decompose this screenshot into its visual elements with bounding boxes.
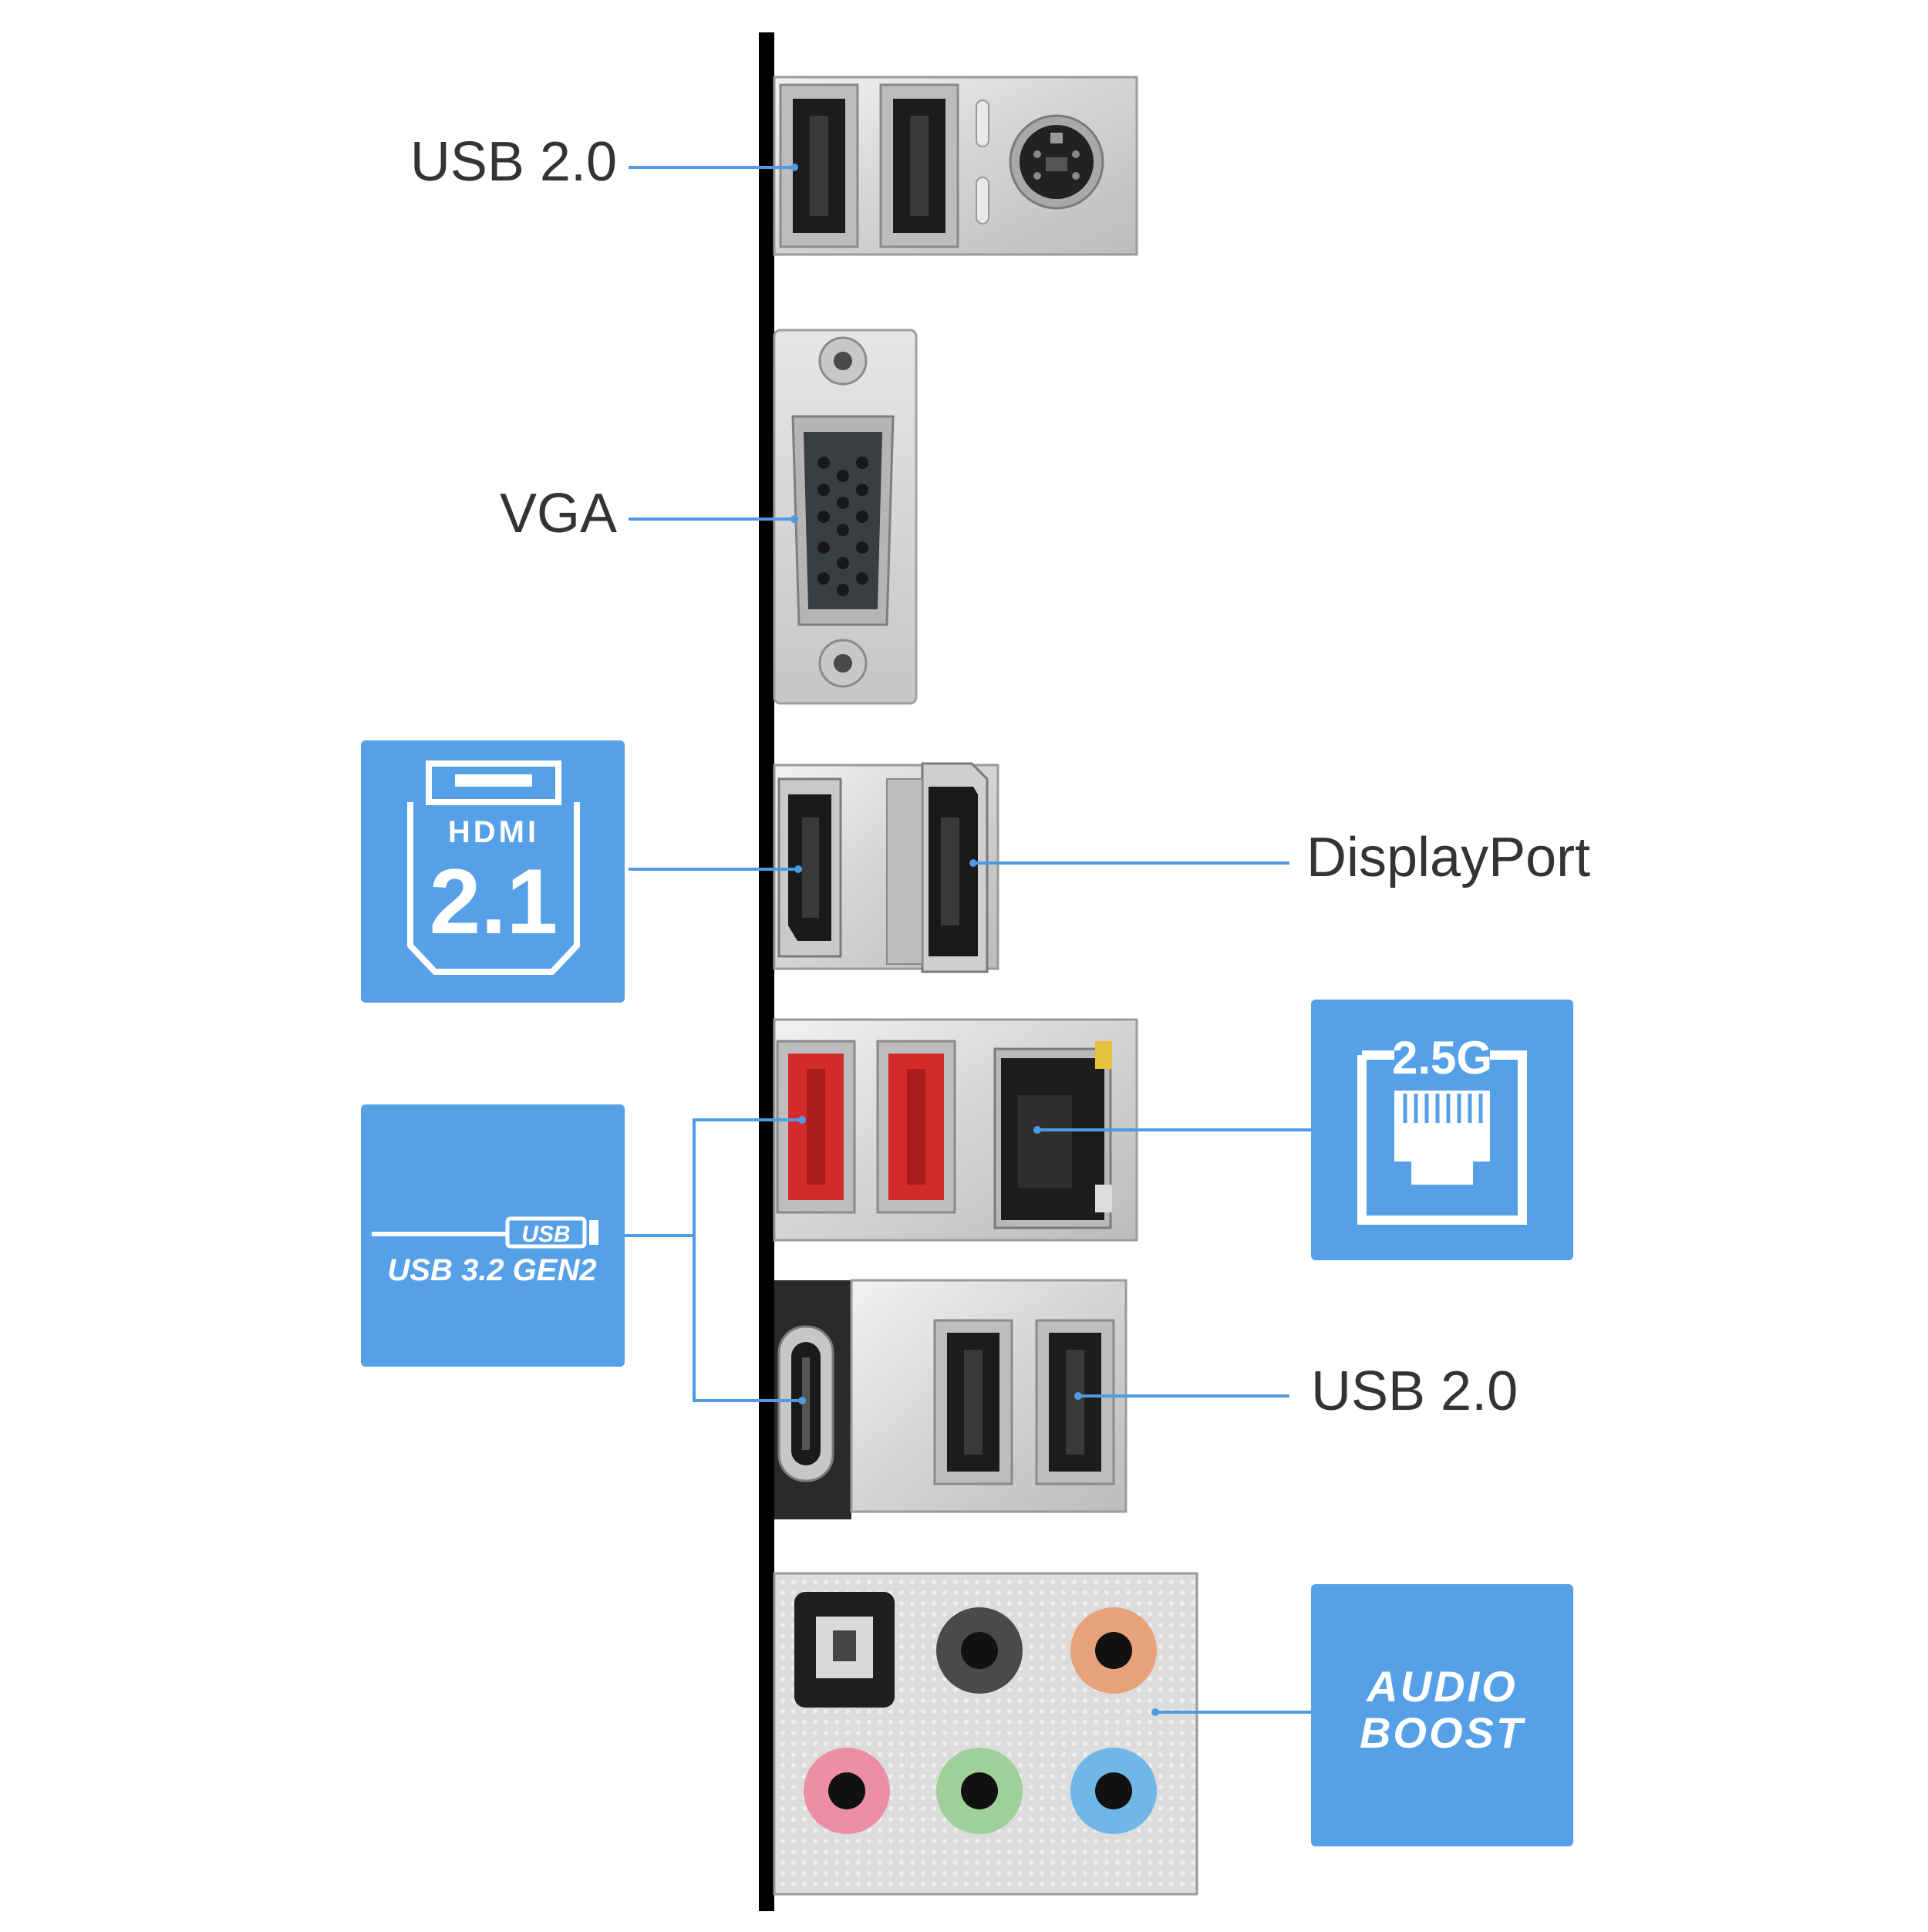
usb20-port-4 (1035, 1319, 1115, 1485)
usbc-port (777, 1325, 834, 1482)
audio-jack-green (936, 1748, 1023, 1834)
audio-boost-badge: AUDIO BOOST (1311, 1584, 1573, 1846)
hdmi-word: HDMI (448, 815, 539, 849)
label-usb20-bottom: USB 2.0 (1311, 1360, 1518, 1422)
audio-jack-black (936, 1607, 1023, 1694)
hdmi-version: 2.1 (430, 850, 558, 953)
usb32-port-1 (776, 1040, 856, 1214)
audio-jack-blue (1070, 1748, 1157, 1834)
hdmi-port (777, 777, 842, 958)
ps2-port (1009, 114, 1104, 210)
leader-lines (625, 166, 1311, 1714)
lan-speed: 2.5G (1392, 1032, 1492, 1084)
vga-block (773, 329, 918, 705)
lan-badge: 2.5G (1311, 1000, 1573, 1260)
hdmi-dp-block (773, 762, 999, 973)
usb20-port-3 (933, 1319, 1013, 1485)
audio-jack-pink (804, 1748, 890, 1834)
io-bracket-line (759, 32, 774, 1911)
leader-usb32-bracket (693, 1118, 802, 1402)
label-usb20-top: USB 2.0 (410, 131, 617, 193)
usb20-ps2-block (773, 76, 1138, 256)
ethernet-port-icon (1357, 1050, 1527, 1225)
vga-pins (817, 457, 868, 596)
usb20-port-1 (779, 83, 859, 248)
audio-jack-orange (1070, 1607, 1157, 1694)
audio-boost-line1: AUDIO (1365, 1662, 1517, 1711)
optical-port (794, 1592, 895, 1708)
audio-block (773, 1572, 1198, 1896)
label-vga: VGA (499, 483, 617, 545)
usb32-port-2 (876, 1040, 956, 1214)
usb20-port-2 (879, 83, 959, 248)
label-displayport: DisplayPort (1306, 827, 1591, 888)
usbc-usb20-block (774, 1279, 1127, 1519)
lan-port (993, 1041, 1112, 1229)
usb-badge-text: USB 3.2 GEN2 (387, 1253, 596, 1287)
hdmi-badge: HDMI 2.1 (361, 740, 625, 1003)
usb-badge: USB USB 3.2 GEN2 (361, 1104, 625, 1367)
displayport-port (886, 762, 989, 973)
audio-boost-line2: BOOST (1360, 1708, 1526, 1757)
usb-logo-icon: USB (372, 1216, 598, 1249)
usb-logo-text: USB (521, 1222, 570, 1247)
